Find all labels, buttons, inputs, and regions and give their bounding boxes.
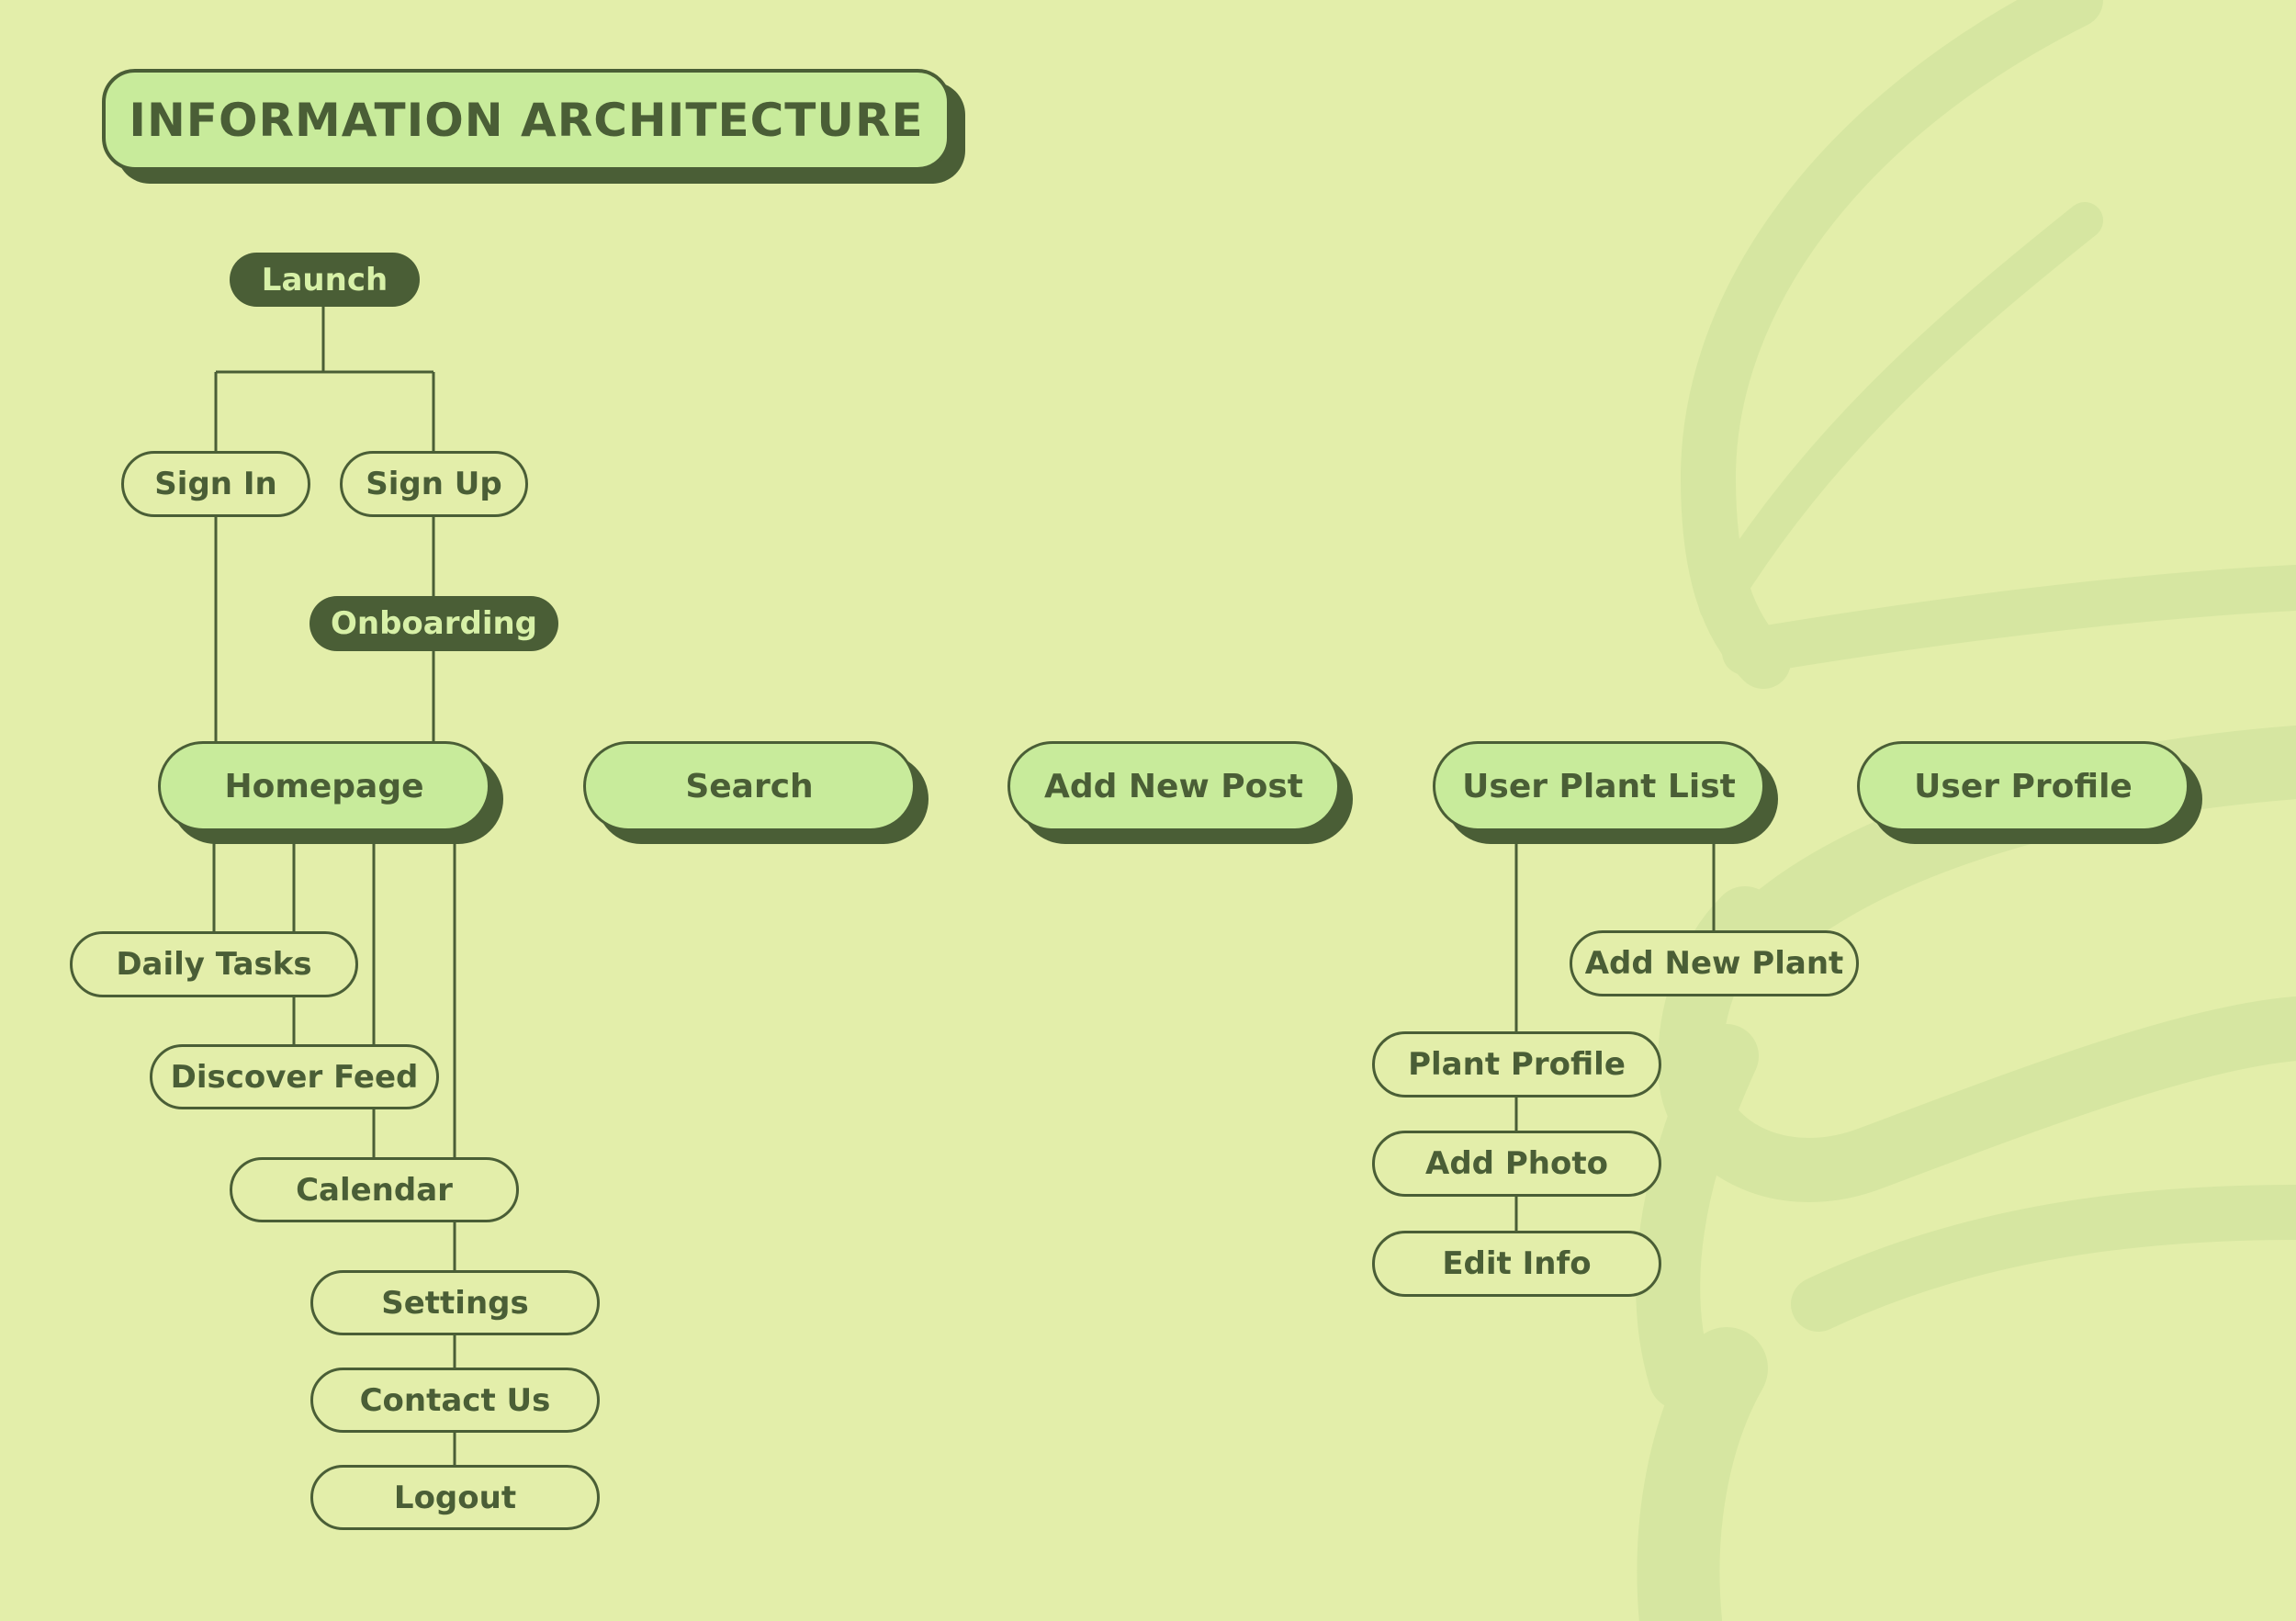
search-node: Search [583, 741, 916, 831]
homepage-node: Homepage [158, 741, 490, 831]
sign-in-node: Sign In [121, 451, 310, 517]
sign-up-node: Sign Up [340, 451, 528, 517]
add-new-post-node: Add New Post [1007, 741, 1340, 831]
launch-node: Launch [230, 253, 420, 307]
user-profile-node: User Profile [1857, 741, 2189, 831]
add-photo-node: Add Photo [1372, 1131, 1661, 1197]
logout-node: Logout [310, 1465, 600, 1530]
discover-feed-node: Discover Feed [150, 1044, 439, 1109]
user-plant-list-node: User Plant List [1433, 741, 1765, 831]
contact-us-node: Contact Us [310, 1368, 600, 1433]
leaf-decoration-strokes [1636, 0, 2296, 1621]
calendar-node: Calendar [230, 1157, 519, 1222]
add-new-plant-node: Add New Plant [1570, 930, 1859, 996]
settings-node: Settings [310, 1270, 600, 1335]
page-title: INFORMATION ARCHITECTURE [102, 69, 951, 171]
onboarding-node: Onboarding [310, 596, 558, 651]
plant-profile-node: Plant Profile [1372, 1031, 1661, 1098]
edit-info-node: Edit Info [1372, 1231, 1661, 1297]
daily-tasks-node: Daily Tasks [70, 931, 358, 997]
